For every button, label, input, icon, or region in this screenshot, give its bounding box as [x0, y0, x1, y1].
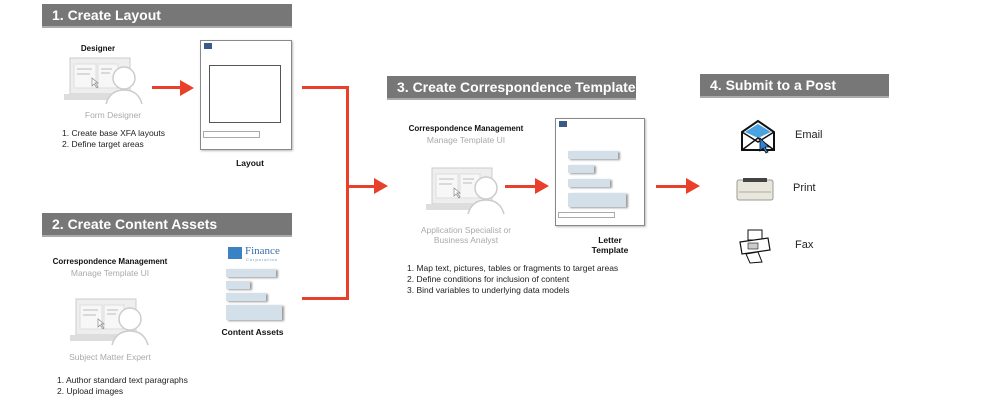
arrow-1 — [152, 86, 182, 89]
finance-logo: Finance — [245, 245, 280, 257]
arrow-head-icon — [374, 178, 388, 194]
content-asset — [568, 193, 626, 207]
section-2-header: 2. Create Content Assets — [42, 213, 292, 237]
printer-icon — [736, 178, 774, 201]
footer-field — [558, 212, 615, 218]
application-specialist-label: Application Specialist or Business Analy… — [396, 225, 536, 245]
actor-line: Application Specialist or — [420, 225, 512, 235]
arrow-head-icon — [535, 178, 549, 194]
step: 3. Bind variables to underlying data mod… — [407, 285, 570, 295]
connector-top — [302, 86, 348, 89]
connector-vertical — [346, 86, 349, 300]
arrow-head-icon — [180, 80, 194, 96]
label-line: Template — [591, 245, 629, 255]
fax-label: Fax — [795, 239, 814, 251]
designer-label: Designer — [80, 44, 116, 53]
section-3-header: 3. Create Correspondence Template — [387, 76, 636, 100]
fax-icon — [739, 229, 771, 264]
subject-matter-expert-icon — [68, 297, 152, 347]
letter-template-label: Letter Template — [575, 235, 645, 255]
step: 1. Create base XFA layouts — [62, 128, 166, 138]
correspondence-management-label: Correspondence Management — [52, 257, 168, 266]
section-4-header: 4. Submit to a Post process — [700, 74, 889, 116]
section-1-header: 1. Create Layout — [42, 4, 292, 28]
section-1-steps: 1. Create base XFA layouts 2. Define tar… — [62, 128, 165, 150]
arrow-4 — [656, 185, 688, 188]
form-designer-icon — [62, 56, 146, 106]
letter-template-thumbnail — [555, 118, 645, 226]
arrow-3 — [505, 185, 537, 188]
step: 2. Define target areas — [62, 139, 144, 149]
connector-bottom — [302, 297, 348, 300]
content-asset — [568, 179, 610, 187]
step: 1. Map text, pictures, tables or fragmen… — [407, 263, 619, 273]
manage-template-ui-label: Manage Template UI — [426, 135, 506, 145]
content-asset — [226, 293, 266, 301]
section-2-steps: 1. Author standard text paragraphs 2. Up… — [57, 375, 188, 397]
label-line: Letter — [598, 235, 622, 245]
logo-icon — [559, 121, 567, 127]
arrow-head-icon — [686, 178, 700, 194]
subject-matter-expert-label: Subject Matter Expert — [69, 352, 151, 362]
target-area — [209, 65, 281, 123]
content-asset — [226, 269, 276, 277]
content-asset — [568, 165, 594, 173]
layout-label: Layout — [236, 158, 264, 168]
content-asset — [226, 281, 250, 289]
logo-icon — [204, 43, 212, 49]
footer-field — [203, 131, 260, 138]
step: 1. Author standard text paragraphs — [57, 375, 188, 385]
email-label: Email — [795, 129, 823, 141]
section-3-steps: 1. Map text, pictures, tables or fragmen… — [407, 263, 618, 296]
application-specialist-icon — [424, 166, 508, 216]
step: 2. Define conditions for inclusion of co… — [407, 274, 570, 284]
finance-logo-icon — [228, 247, 242, 259]
content-asset — [568, 151, 618, 159]
finance-logo-sub: Corporation — [246, 257, 278, 262]
email-icon — [741, 119, 775, 154]
step: 2. Upload images — [57, 386, 124, 396]
correspondence-management-label: Correspondence Management — [408, 124, 524, 133]
manage-template-ui-label: Manage Template UI — [70, 268, 150, 278]
actor-line: Business Analyst — [433, 235, 499, 245]
layout-document-thumbnail — [200, 40, 292, 150]
print-label: Print — [793, 182, 816, 194]
content-asset — [226, 305, 282, 320]
content-assets-label: Content Assets — [221, 327, 284, 337]
form-designer-label: Form Designer — [84, 110, 142, 120]
arrow-2 — [346, 185, 376, 188]
